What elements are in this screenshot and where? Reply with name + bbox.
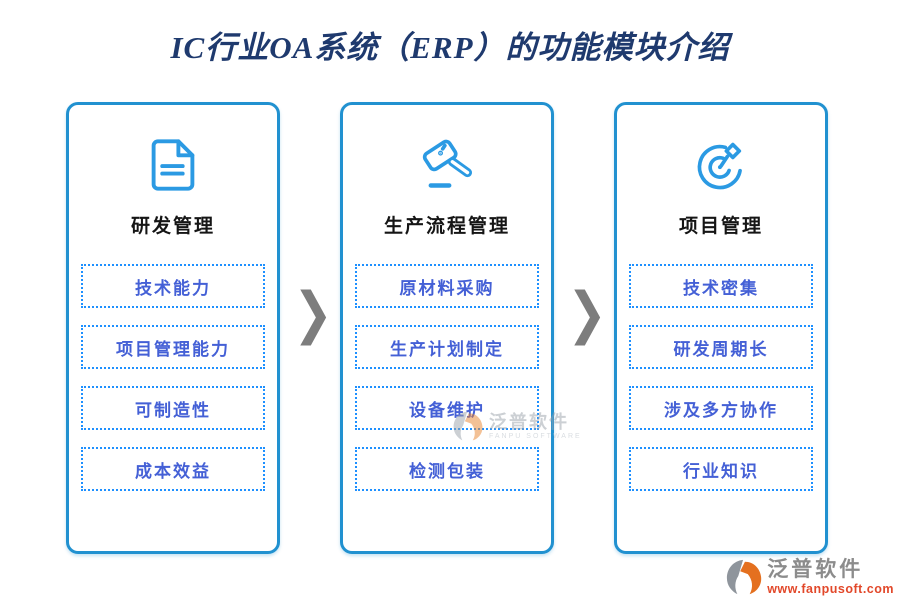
card-icon-wrap <box>69 135 277 195</box>
card-icon-wrap <box>617 135 825 195</box>
list-item: 可制造性 <box>81 386 265 430</box>
card-title: 生产流程管理 <box>383 216 510 237</box>
card-item-list: 原材料采购 生产计划制定 设备维护 检测包装 <box>343 264 551 491</box>
chevron-right-icon: ❯ <box>293 281 333 346</box>
target-dart-icon <box>697 142 742 190</box>
list-item: 成本效益 <box>81 447 265 491</box>
footer-brand-name: 泛普软件 <box>767 557 864 581</box>
list-item: 技术密集 <box>629 264 813 308</box>
list-item: 项目管理能力 <box>81 325 265 369</box>
card-icon-wrap <box>343 135 551 195</box>
list-item: 生产计划制定 <box>355 325 539 369</box>
gavel-icon <box>422 139 473 188</box>
card-title: 项目管理 <box>678 216 763 237</box>
footer-brand: 泛普软件 www.fanpusoft.com <box>725 558 894 596</box>
card-item-list: 技术密集 研发周期长 涉及多方协作 行业知识 <box>617 264 825 491</box>
list-item: 涉及多方协作 <box>629 386 813 430</box>
footer-url: www.fanpusoft.com <box>767 581 894 596</box>
list-item: 设备维护 <box>355 386 539 430</box>
chevron-right-icon: ❯ <box>567 281 607 346</box>
fanpu-logo-icon <box>727 559 762 595</box>
list-item: 技术能力 <box>81 264 265 308</box>
card-rd-management: 研发管理 技术能力 项目管理能力 可制造性 成本效益 <box>66 102 280 554</box>
card-item-list: 技术能力 项目管理能力 可制造性 成本效益 <box>69 264 277 491</box>
card-title: 研发管理 <box>130 216 215 237</box>
list-item: 研发周期长 <box>629 325 813 369</box>
card-project-management: 项目管理 技术密集 研发周期长 涉及多方协作 行业知识 <box>614 102 828 554</box>
list-item: 行业知识 <box>629 447 813 491</box>
document-icon <box>151 139 195 191</box>
list-item: 原材料采购 <box>355 264 539 308</box>
card-production-process: 生产流程管理 原材料采购 生产计划制定 设备维护 检测包装 <box>340 102 554 554</box>
page-title: IC行业OA系统（ERP）的功能模块介绍 <box>170 30 730 65</box>
list-item: 检测包装 <box>355 447 539 491</box>
